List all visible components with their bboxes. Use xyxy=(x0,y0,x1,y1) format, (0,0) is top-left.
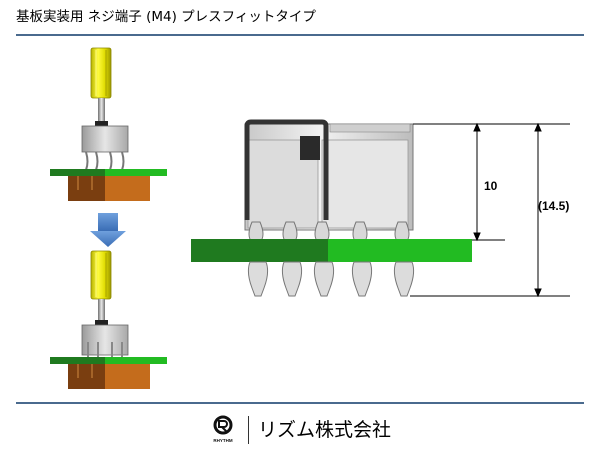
dimension-outer-label: (14.5) xyxy=(538,199,570,213)
pcb-board xyxy=(191,239,328,262)
pcb-board xyxy=(50,169,105,176)
screw-icon xyxy=(90,47,112,122)
terminal-body xyxy=(81,324,129,360)
dimension-inner-label: 10 xyxy=(484,179,498,193)
base-block xyxy=(68,364,105,389)
terminal-body xyxy=(81,125,129,171)
dimension-lines xyxy=(410,122,570,298)
company-name: リズム株式会社 xyxy=(258,419,392,441)
assembly-after-press xyxy=(50,250,167,389)
pcb-board xyxy=(50,357,105,364)
logo-divider xyxy=(248,416,249,444)
bottom-divider xyxy=(16,402,584,404)
terminal-detail-view xyxy=(191,119,472,297)
rhythm-logo-icon: RHYTHM xyxy=(213,415,233,443)
arrow-down-icon xyxy=(90,213,126,247)
screw-icon xyxy=(90,250,112,321)
top-divider xyxy=(16,34,584,36)
base-block xyxy=(68,176,105,201)
page-title: 基板実装用 ネジ端子 (M4) プレスフィットタイプ xyxy=(16,9,316,25)
svg-text:RHYTHM: RHYTHM xyxy=(213,438,232,443)
assembly-before-press xyxy=(50,47,167,201)
